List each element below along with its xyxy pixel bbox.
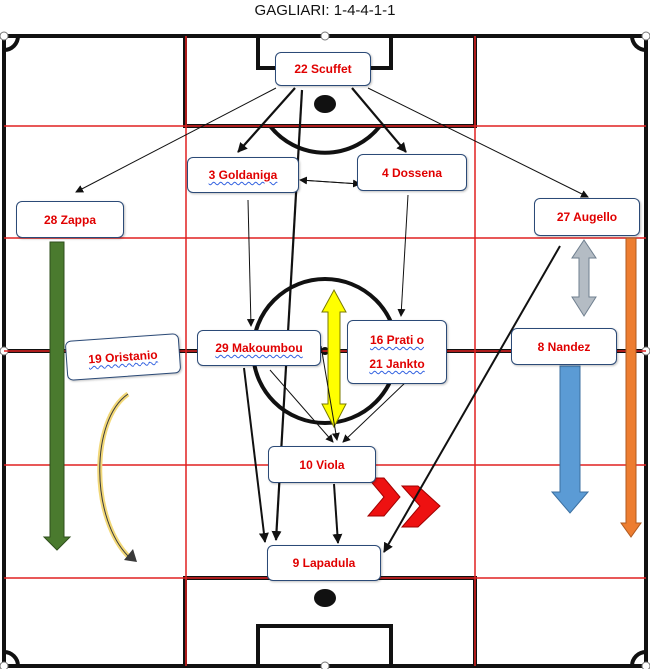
viola-chevrons bbox=[366, 477, 441, 528]
player-box-goldaniga[interactable]: 3 Goldaniga bbox=[187, 157, 299, 193]
player-label-prati: 16 Prati o bbox=[369, 333, 425, 347]
zappa-run-arrow bbox=[42, 241, 72, 551]
diagram-title: GAGLIARI: 1-4-4-1-1 bbox=[254, 2, 396, 19]
oristanio-curve-arrow bbox=[97, 391, 137, 562]
player-box-zappa[interactable]: 28 Zappa bbox=[16, 201, 124, 238]
player-label-jankto: 21 Jankto bbox=[369, 357, 425, 371]
player-label-oristanio: 19 Oristanio bbox=[87, 347, 159, 367]
player-box-nandez[interactable]: 8 Nandez bbox=[511, 328, 617, 365]
player-label-viola: 10 Viola bbox=[299, 457, 345, 472]
player-label-nandez: 8 Nandez bbox=[537, 339, 591, 354]
player-box-dossena[interactable]: 4 Dossena bbox=[357, 154, 467, 191]
player-box-lapadula[interactable]: 9 Lapadula bbox=[267, 545, 381, 581]
player-label-goldaniga: 3 Goldaniga bbox=[208, 168, 278, 182]
player-box-prati-jankto[interactable]: 16 Prati o 21 Jankto bbox=[347, 320, 447, 384]
player-label-zappa: 28 Zappa bbox=[43, 212, 97, 227]
player-box-scuffet[interactable]: 22 Scuffet bbox=[275, 52, 371, 86]
player-box-oristanio[interactable]: 19 Oristanio bbox=[64, 333, 182, 381]
makoumbou-vertical-arrow bbox=[321, 288, 347, 429]
player-box-augello[interactable]: 27 Augello bbox=[534, 198, 640, 236]
player-label-makoumbou: 29 Makoumbou bbox=[215, 341, 303, 355]
player-label-augello: 27 Augello bbox=[556, 210, 618, 224]
player-label-dossena: 4 Dossena bbox=[381, 165, 443, 180]
augello-nandez-swap-arrow bbox=[571, 239, 597, 317]
augello-run-arrow bbox=[620, 237, 642, 538]
player-label-scuffet: 22 Scuffet bbox=[294, 62, 352, 76]
player-box-viola[interactable]: 10 Viola bbox=[268, 446, 376, 483]
player-box-makoumbou[interactable]: 29 Makoumbou bbox=[197, 330, 321, 366]
player-label-lapadula: 9 Lapadula bbox=[292, 556, 356, 570]
nandez-run-arrow bbox=[550, 365, 590, 514]
